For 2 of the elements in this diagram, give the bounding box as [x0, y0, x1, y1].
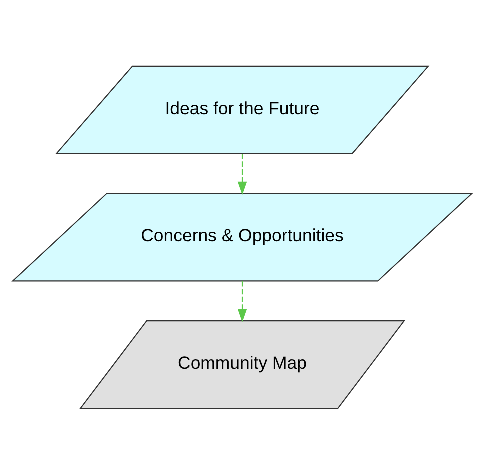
arrow — [238, 153, 248, 195]
arrow — [238, 280, 248, 322]
